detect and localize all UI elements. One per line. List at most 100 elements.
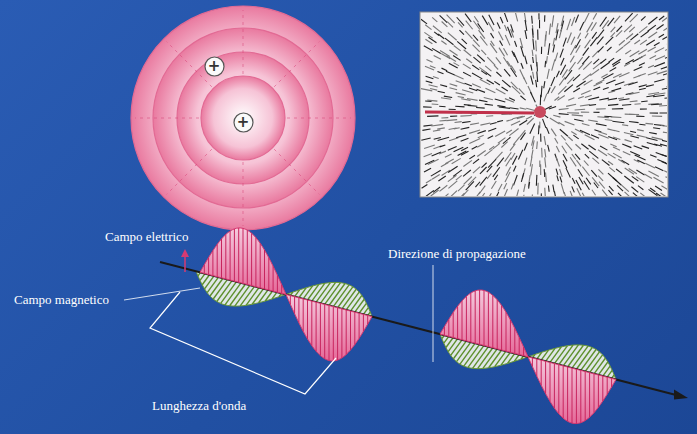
field-dash [663, 72, 667, 75]
field-dash [440, 15, 448, 22]
field-dash [653, 95, 665, 97]
field-dash [448, 175, 457, 181]
stripe [367, 315, 368, 324]
stripe [466, 296, 467, 340]
stripe [602, 376, 603, 401]
stripe [572, 368, 573, 423]
field-dash [662, 140, 667, 142]
field-dash [496, 57, 501, 63]
field-dash [663, 26, 667, 31]
field-dash [449, 50, 457, 56]
field-dash [590, 37, 597, 46]
field-dash [636, 177, 644, 182]
field-dash [531, 164, 533, 175]
stripe [303, 299, 304, 331]
field-dash [504, 183, 507, 189]
field-dash [581, 112, 589, 113]
field-dash [487, 173, 491, 178]
em-wave [124, 228, 688, 424]
field-dash [448, 181, 457, 188]
field-dash [637, 130, 644, 131]
field-dash [619, 40, 625, 45]
field-dash [468, 105, 478, 107]
field-dash [446, 71, 455, 75]
field-ray [135, 118, 199, 119]
field-dash [646, 85, 654, 87]
field-dash [582, 123, 590, 125]
field-dash [444, 96, 452, 97]
field-ray [287, 118, 351, 119]
field-dash [445, 38, 454, 45]
field-dash [511, 29, 514, 37]
field-dash [564, 192, 566, 196]
field-dash [463, 160, 472, 166]
field-dash [572, 17, 575, 26]
field-dash [541, 47, 542, 54]
field-dash [639, 26, 647, 33]
field-dash [463, 72, 471, 76]
field-dash [552, 15, 554, 27]
field-dash [648, 189, 657, 195]
field-dash [593, 59, 599, 64]
field-dash [661, 162, 667, 165]
field-dash [461, 151, 469, 155]
field-dash [437, 128, 445, 129]
field-dash [515, 41, 517, 47]
field-dash [472, 65, 479, 70]
stripe [329, 306, 330, 361]
field-dash [449, 191, 457, 196]
field-dash [591, 135, 599, 139]
field-dash [448, 147, 457, 151]
field-dash [575, 15, 578, 23]
stripe [470, 293, 471, 342]
field-dash [565, 70, 572, 79]
field-dash [458, 185, 464, 191]
field-dash [518, 150, 522, 160]
field-dash [567, 112, 579, 113]
field-dash [591, 22, 596, 30]
field-dash [541, 148, 543, 158]
field-dash [509, 129, 518, 136]
field-dash [520, 96, 525, 100]
field-dash [488, 22, 493, 31]
field-dash [477, 89, 486, 92]
field-dash [568, 98, 574, 101]
field-dash [636, 116, 644, 117]
field-dashes [421, 13, 667, 196]
field-dash [474, 16, 478, 22]
field-dash [447, 22, 453, 28]
lobe-stripes [444, 290, 523, 356]
field-dash [598, 150, 607, 156]
field-dash [495, 99, 506, 102]
stripe [324, 304, 325, 358]
field-dash [560, 169, 563, 177]
field-dash [536, 72, 538, 83]
field-dash [625, 140, 632, 142]
field-dash [556, 146, 559, 152]
field-dash [659, 34, 664, 37]
field-dash [571, 131, 576, 134]
stripe [536, 359, 537, 376]
stripe [479, 290, 480, 344]
field-dash [449, 109, 456, 110]
field-dash [607, 47, 612, 51]
field-dash [532, 140, 534, 149]
field-dash [646, 123, 654, 125]
field-dash [585, 154, 589, 158]
field-dash [525, 20, 527, 31]
field-dash [622, 124, 628, 126]
field-dash [661, 154, 667, 157]
field-dash [665, 54, 667, 58]
field-dash [602, 160, 610, 166]
field-dash [487, 166, 492, 172]
stripe [510, 320, 511, 352]
field-dash [498, 31, 503, 40]
field-dash [649, 132, 657, 133]
stripe [212, 251, 213, 276]
field-dash [455, 106, 464, 108]
field-dash [576, 81, 585, 87]
field-dash [461, 190, 469, 196]
stripe [217, 244, 218, 276]
stripe [506, 312, 507, 351]
